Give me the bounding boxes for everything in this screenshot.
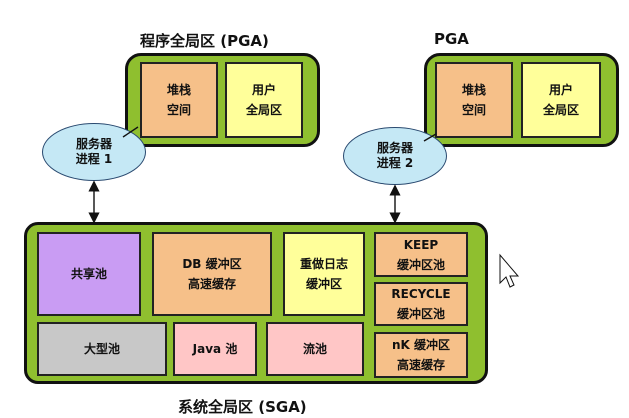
keep-buffer-pool: KEEP 缓冲区池: [374, 232, 468, 277]
redo-log-buffer: 重做日志 缓冲区: [283, 232, 365, 316]
pga1-stack-space: 堆栈 空间: [140, 62, 218, 138]
pga2-stack-space: 堆栈 空间: [435, 62, 513, 138]
recycle-buffer-pool: RECYCLE 缓冲区池: [374, 282, 468, 326]
large-pool: 大型池: [37, 322, 167, 376]
server-process-1: 服务器 进程 1: [42, 123, 146, 181]
mouse-pointer-icon: [499, 253, 520, 288]
pga2-user-global: 用户 全局区: [521, 62, 601, 138]
pga1-title: 程序全局区 (PGA): [140, 32, 269, 50]
db-buffer-cache: DB 缓冲区 高速缓存: [152, 232, 272, 316]
streams-pool: 流池: [266, 322, 364, 376]
pga1-user-global: 用户 全局区: [225, 62, 303, 138]
shared-pool: 共享池: [37, 232, 141, 316]
java-pool: Java 池: [173, 322, 257, 376]
nk-buffer-cache: nK 缓冲区 高速缓存: [374, 332, 468, 378]
pga2-title: PGA: [434, 30, 469, 48]
server-process-2: 服务器 进程 2: [343, 127, 447, 185]
sga-title: 系统全局区 (SGA): [178, 398, 307, 416]
